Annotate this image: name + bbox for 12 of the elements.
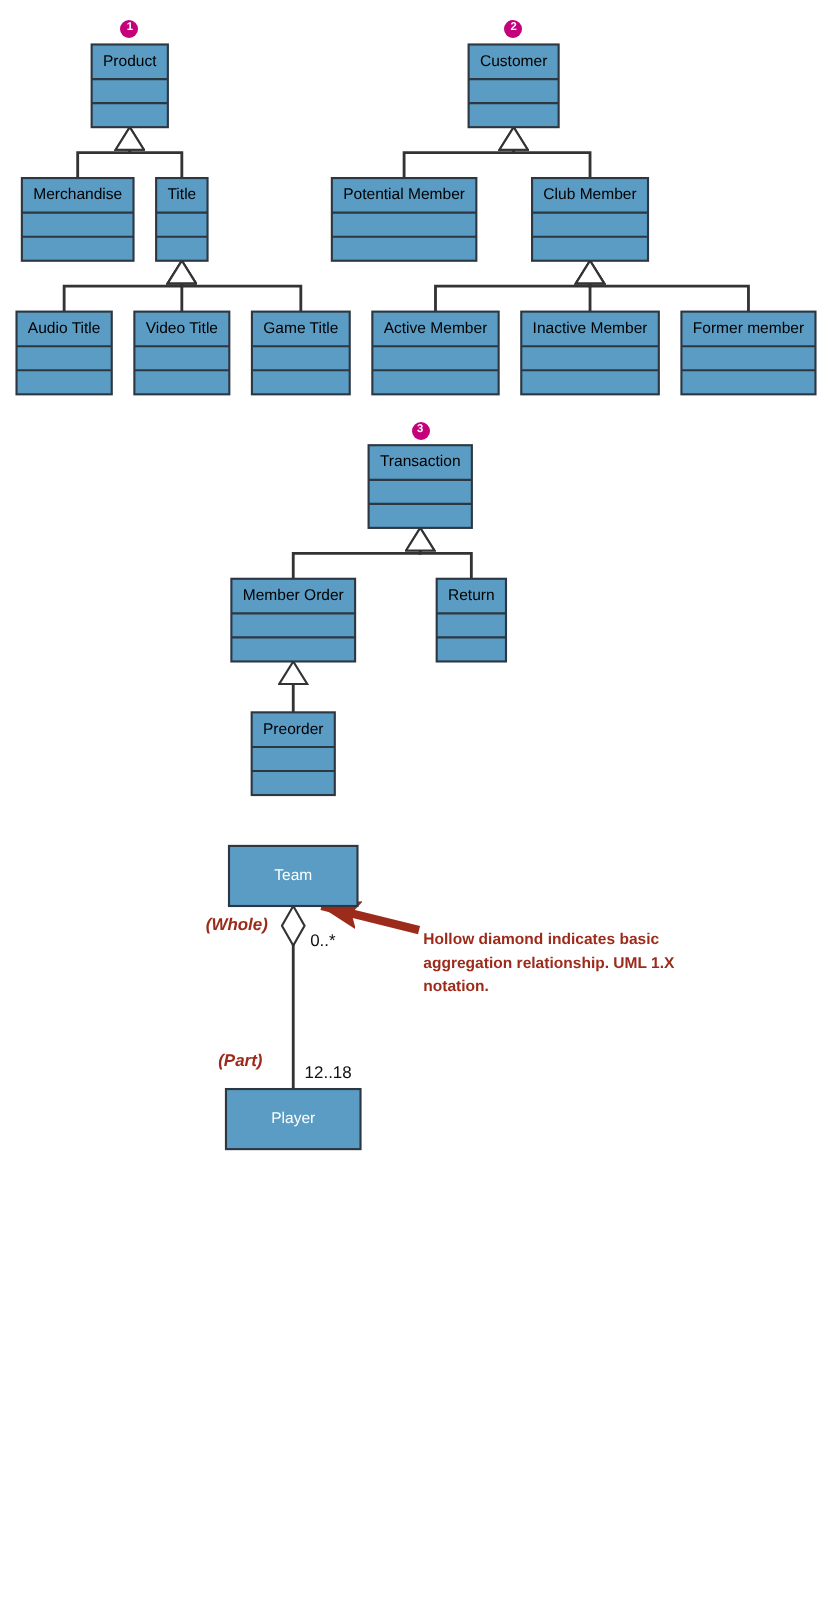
arrow xyxy=(320,901,421,935)
connector xyxy=(280,904,306,1090)
multiplicity-label: 0..* xyxy=(310,931,336,951)
arrow xyxy=(574,259,750,312)
arrow xyxy=(405,526,473,579)
multiplicity-label: 12..18 xyxy=(304,1064,352,1085)
arrow xyxy=(166,259,303,312)
role-label: (Whole) xyxy=(205,915,268,936)
arrow xyxy=(278,660,309,713)
arrow xyxy=(114,126,184,179)
role-label: (Part) xyxy=(218,1052,263,1072)
arrow xyxy=(498,126,592,179)
